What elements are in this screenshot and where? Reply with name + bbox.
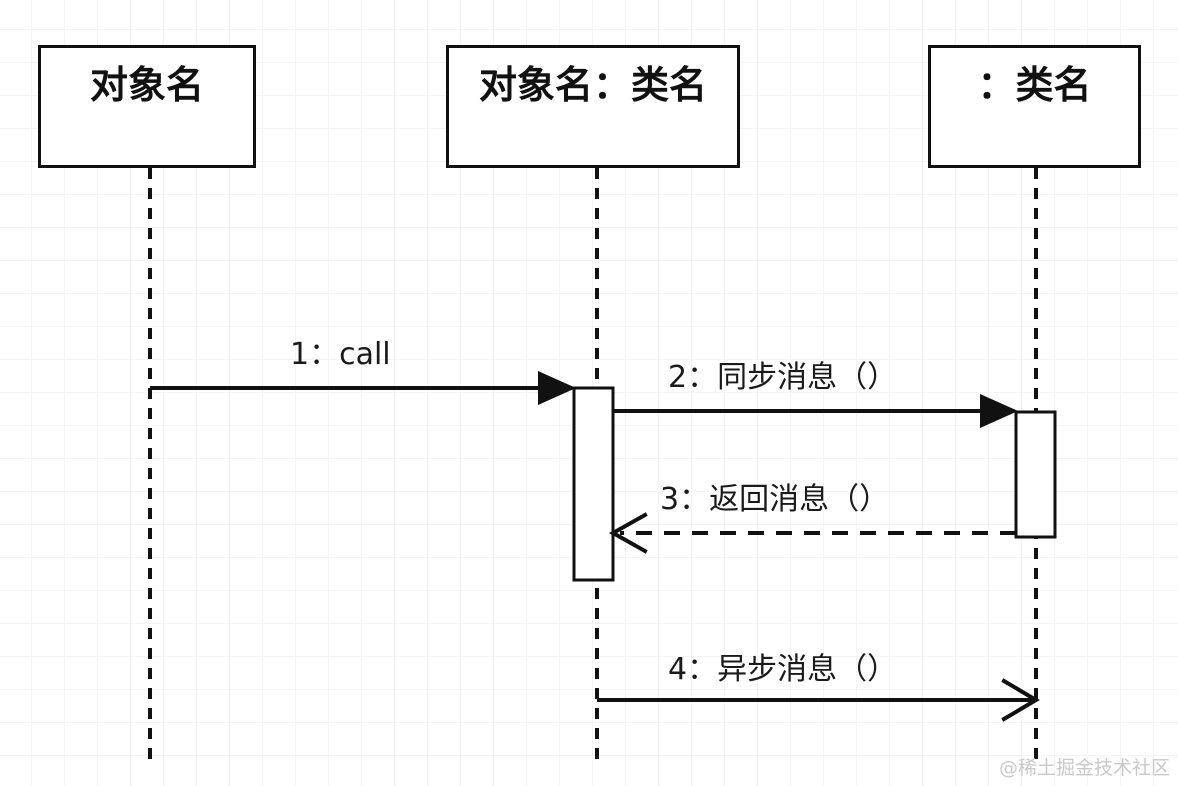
activation-bar-p2: [572, 386, 615, 582]
message-label-4: 4：异步消息（）: [668, 652, 898, 687]
message-arrow-3: [608, 512, 1016, 554]
message-label-1: 1：call: [290, 337, 391, 372]
activation-bar-p3: [1014, 410, 1057, 539]
watermark: @稀土掘金技术社区: [998, 757, 1170, 779]
participant-box-p3[interactable]: ：类名: [928, 45, 1141, 168]
participant-label-p2: 对象名：类名: [478, 63, 707, 107]
participant-box-p1[interactable]: 对象名: [38, 45, 256, 168]
message-arrow-1: [150, 371, 576, 405]
participant-box-p2[interactable]: 对象名：类名: [446, 45, 740, 168]
message-arrow-4: [597, 678, 1040, 722]
message-label-2: 2：同步消息（）: [668, 360, 898, 395]
participant-label-p1: 对象名: [89, 63, 204, 107]
message-label-3: 3：返回消息（）: [660, 482, 890, 517]
message-arrow-2: [613, 394, 1018, 428]
participant-label-p3: ：类名: [977, 63, 1092, 107]
